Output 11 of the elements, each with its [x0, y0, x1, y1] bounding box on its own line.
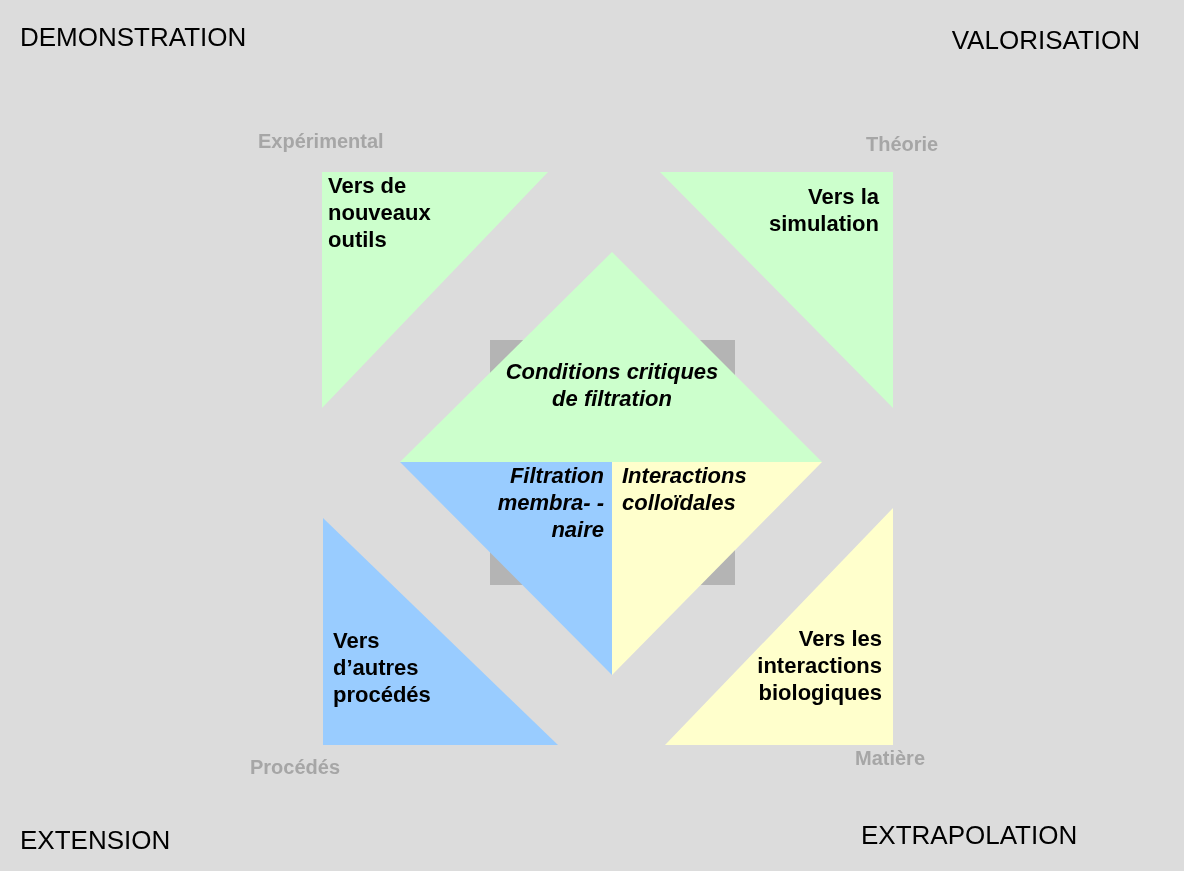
triangle-label: Filtration membra- -naire: [496, 462, 604, 543]
triangle-label: Vers la simulation: [768, 183, 879, 237]
triangle-label: Interactions colloïdales: [622, 462, 748, 516]
triangle-label: Vers d’autres procédés: [333, 627, 432, 708]
triangle-label: Vers de nouveaux outils: [328, 172, 432, 253]
triangle-label: Conditions critiques de filtration: [504, 358, 720, 412]
corner-heading: DEMONSTRATION: [20, 22, 247, 53]
corner-heading: VALORISATION: [951, 25, 1140, 56]
corner-heading: EXTENSION: [20, 825, 171, 856]
triangle-label: Vers les interactions biologiques: [756, 625, 882, 706]
corner-heading: EXTRAPOLATION: [861, 820, 1078, 851]
